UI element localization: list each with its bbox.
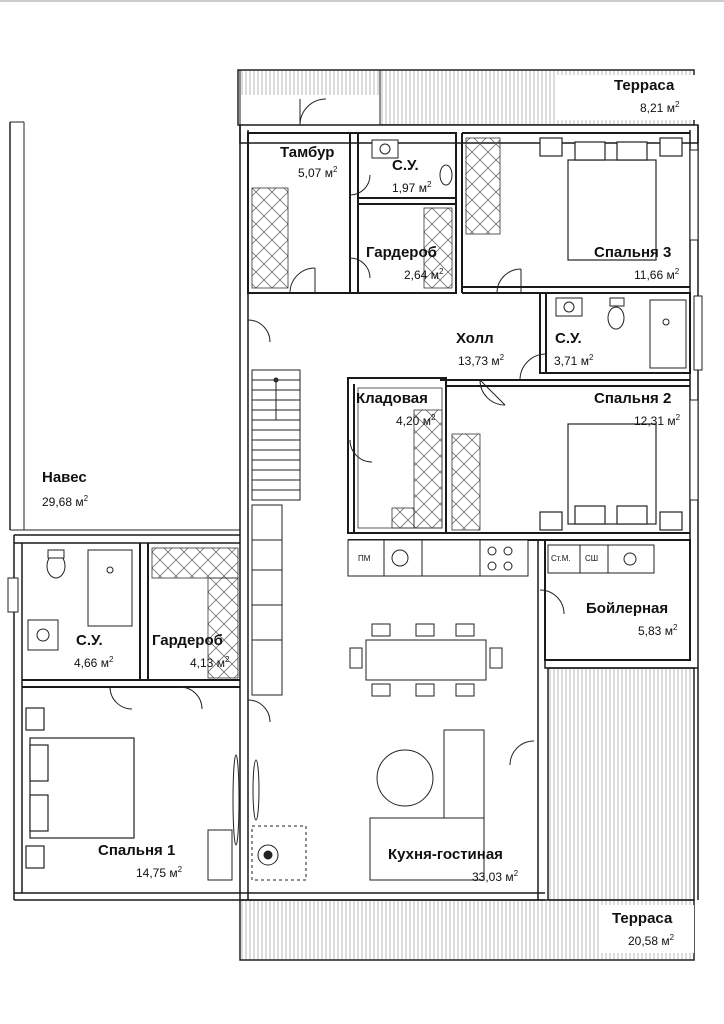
- bed-bedroom3: [539, 137, 683, 261]
- hall-name: Холл: [456, 330, 494, 347]
- doors: [109, 98, 565, 766]
- bedroom1-area: 14,75 м2: [136, 865, 183, 880]
- su-left-area: 4,66 м2: [74, 655, 114, 670]
- canopy-area-value: 29,68 м2: [42, 494, 89, 509]
- su-mid-area: 3,71 м2: [554, 353, 594, 368]
- appliance-fridge-label: ПМ: [358, 554, 371, 563]
- interior-walls: [22, 132, 691, 688]
- tambur-area: 5,07 м2: [298, 165, 338, 180]
- terrace-bottom-name: Терраса: [612, 910, 673, 927]
- su-top-name: С.У.: [392, 157, 419, 174]
- canopy-name: Навес: [42, 469, 87, 486]
- bedroom1-name: Спальня 1: [98, 842, 176, 859]
- terrace-bottom: [239, 667, 695, 961]
- wardrobe-top-name: Гардероб: [366, 244, 437, 261]
- pantry-name: Кладовая: [356, 390, 428, 407]
- wardrobe-left-area: 4,13 м2: [190, 655, 230, 670]
- bedroom3-area: 11,66 м2: [634, 267, 680, 282]
- bathroom-fixtures: [27, 139, 687, 651]
- bed-bedroom1: [25, 707, 135, 869]
- kitchen-counter: [251, 504, 655, 696]
- su-left-name: С.У.: [76, 632, 103, 649]
- kitchen-living-name: Кухня-гостиная: [388, 846, 503, 863]
- hall-area: 13,73 м2: [458, 353, 505, 368]
- boiler-name: Бойлерная: [586, 600, 669, 617]
- dining-table: [349, 623, 503, 697]
- su-mid-name: С.У.: [555, 330, 582, 347]
- bedroom2-area: 12,31 м2: [634, 413, 681, 428]
- kitchen-living-area: 33,03 м2: [472, 869, 519, 884]
- windows: [7, 149, 703, 613]
- terrace-bottom-area: 20,58 м2: [628, 933, 675, 948]
- living-furniture: [207, 729, 485, 881]
- wardrobe-left-name: Гардероб: [152, 632, 223, 649]
- pantry-area: 4,20 м2: [396, 413, 436, 428]
- canopy-area: [9, 121, 240, 531]
- staircase: [251, 369, 301, 501]
- bedroom2-name: Спальня 2: [594, 390, 672, 407]
- boiler-area: 5,83 м2: [638, 623, 678, 638]
- appliance-washer-label: Ст.М.: [551, 554, 571, 563]
- wardrobe-top-area: 2,64 м2: [404, 267, 444, 282]
- bed-bedroom2: [539, 423, 683, 531]
- bedroom3-name: Спальня 3: [594, 244, 672, 261]
- terrace-top-area: 8,21 м2: [640, 100, 680, 115]
- closets: [151, 137, 501, 679]
- appliance-dryer-label: СШ: [585, 554, 599, 563]
- su-top-area: 1,97 м2: [392, 180, 432, 195]
- tambur-name: Тамбур: [280, 144, 335, 161]
- terrace-top-name: Терраса: [614, 77, 675, 94]
